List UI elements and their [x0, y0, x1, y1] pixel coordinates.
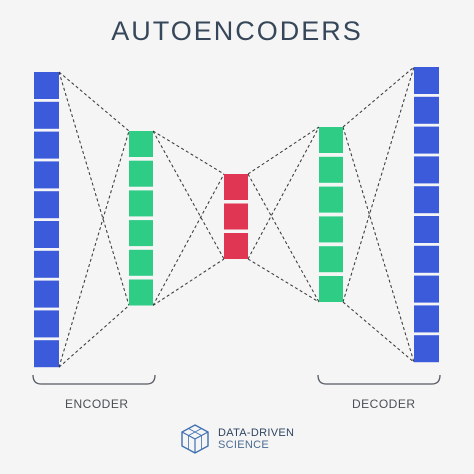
- connector-line: [342, 66, 415, 128]
- layer-output: [414, 67, 439, 363]
- connector-line: [342, 126, 415, 363]
- layer-encoder-hidden: [129, 131, 153, 306]
- page-title: AUTOENCODERS: [111, 16, 363, 46]
- brand-logo: DATA-DRIVEN SCIENCE: [180, 424, 294, 454]
- neuron: [129, 220, 153, 247]
- connector-line: [152, 130, 225, 260]
- neuron: [34, 250, 59, 278]
- connector-line: [58, 71, 130, 132]
- neuron: [319, 216, 343, 243]
- connector-line: [152, 258, 225, 306]
- neuron: [34, 191, 59, 219]
- neuron: [34, 280, 59, 308]
- connector-line: [58, 305, 130, 368]
- connector-lines: [58, 66, 415, 368]
- neuron: [129, 190, 153, 217]
- neuron: [129, 160, 153, 187]
- neuron: [34, 161, 59, 189]
- connector-line: [152, 173, 225, 306]
- neuron: [319, 276, 343, 302]
- cube-outline-icon: [181, 424, 209, 454]
- neuron: [414, 186, 439, 214]
- layer-code: [224, 174, 248, 259]
- neuron: [414, 275, 439, 303]
- encoder-bracket: [32, 374, 156, 385]
- layer-input: [34, 72, 59, 368]
- decoder-bracket: [317, 374, 441, 385]
- neuron: [34, 221, 59, 248]
- neuron: [319, 127, 343, 153]
- neuron: [319, 156, 343, 183]
- connector-line: [342, 66, 415, 303]
- neuron: [34, 101, 59, 129]
- encoder-label: ENCODER: [65, 397, 129, 411]
- neuron: [414, 245, 439, 273]
- connector-line: [58, 71, 130, 306]
- neuron: [414, 156, 439, 184]
- neuron: [129, 249, 153, 276]
- connector-line: [152, 130, 225, 175]
- neuron: [414, 216, 439, 243]
- connector-line: [247, 258, 320, 303]
- connector-line: [247, 126, 320, 260]
- neuron: [319, 186, 343, 213]
- connector-line: [342, 301, 415, 363]
- network-layers: [34, 67, 439, 368]
- connector-line: [58, 130, 130, 368]
- neuron: [129, 279, 153, 306]
- layer-decoder-hidden: [319, 127, 343, 302]
- connector-line: [247, 173, 320, 303]
- brand-name: DATA-DRIVEN SCIENCE: [218, 427, 294, 451]
- neuron: [224, 174, 248, 200]
- neuron: [414, 335, 439, 363]
- neuron: [414, 67, 439, 94]
- section-brackets: [32, 374, 441, 385]
- neuron: [414, 96, 439, 124]
- connector-line: [247, 126, 320, 175]
- neuron: [224, 233, 248, 259]
- neuron: [34, 72, 59, 99]
- neuron: [34, 131, 59, 159]
- neuron: [319, 246, 343, 273]
- decoder-label: DECODER: [352, 397, 416, 411]
- neuron: [224, 203, 248, 230]
- neuron: [414, 126, 439, 154]
- brand-line-1: DATA-DRIVEN: [218, 427, 295, 439]
- neuron: [34, 340, 59, 368]
- neuron: [34, 310, 59, 338]
- brand-line-2: SCIENCE: [218, 439, 269, 451]
- neuron: [414, 305, 439, 333]
- neuron: [129, 131, 153, 157]
